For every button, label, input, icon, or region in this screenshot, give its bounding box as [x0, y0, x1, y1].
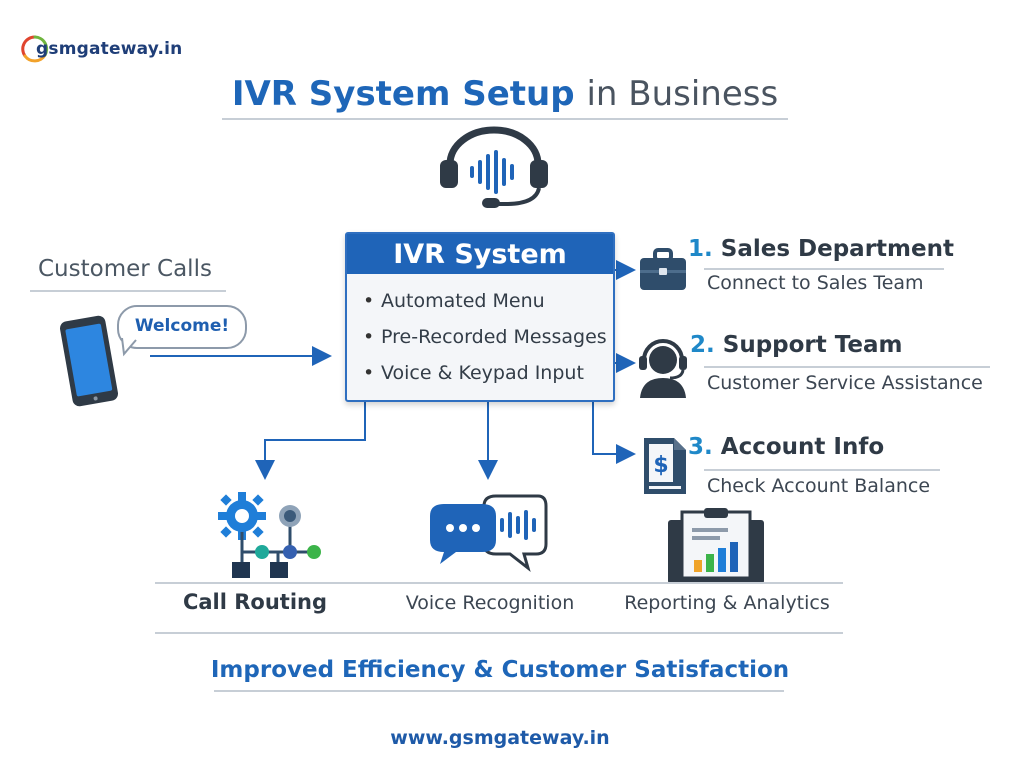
brand-logo: gsmgateway.in	[20, 34, 182, 64]
smartphone-icon	[59, 315, 119, 407]
ivr-system-box: IVR System Automated Menu Pre-Recorded M…	[345, 232, 615, 402]
welcome-bubble: Welcome!	[117, 305, 247, 349]
dept-sales-subtitle: Connect to Sales Team	[707, 272, 924, 294]
dept-account-subtitle: Check Account Balance	[707, 475, 931, 497]
dept-support-name: Support Team	[722, 332, 903, 358]
dept-account-number: 3.	[688, 434, 713, 460]
dept-support-divider	[704, 366, 990, 368]
gear-network-icon	[218, 492, 321, 578]
website-link[interactable]: www.gsmgateway.in	[390, 727, 610, 749]
dept-sales-name: Sales Department	[720, 236, 954, 262]
title-rest: in Business	[586, 74, 779, 114]
report-chart-icon	[668, 508, 764, 584]
briefcase-icon	[640, 248, 686, 290]
feature-call-routing: Call Routing	[182, 590, 328, 614]
title-divider	[222, 118, 788, 120]
dept-account-name: Account Info	[720, 434, 885, 460]
support-agent-icon	[639, 339, 687, 398]
dept-sales-title: 1. Sales Department	[688, 236, 954, 262]
dept-support-title: 2. Support Team	[690, 332, 903, 358]
features-bottom-divider	[155, 632, 843, 634]
title-highlight: IVR System Setup	[231, 74, 575, 114]
ivr-item-voice-keypad: Voice & Keypad Input	[363, 356, 613, 392]
tagline: Improved Efficiency & Customer Satisfact…	[210, 657, 790, 683]
logo-ring-icon	[21, 35, 49, 63]
ivr-feature-list: Automated Menu Pre-Recorded Messages Voi…	[347, 274, 613, 392]
dollar-document-icon: $	[644, 438, 686, 494]
headset-icon	[440, 126, 548, 208]
customer-divider	[30, 290, 226, 292]
tagline-divider	[214, 690, 784, 692]
feature-reporting-analytics: Reporting & Analytics	[624, 592, 830, 614]
dept-support-number: 2.	[690, 332, 715, 358]
svg-text:$: $	[653, 453, 668, 478]
ivr-item-prerecorded-messages: Pre-Recorded Messages	[363, 320, 613, 356]
features-top-divider	[155, 582, 843, 584]
customer-calls-label: Customer Calls	[38, 256, 212, 282]
speech-wave-icon	[430, 494, 548, 573]
dept-account-divider	[704, 469, 940, 471]
ivr-item-automated-menu: Automated Menu	[363, 284, 613, 320]
bubble-tail	[121, 338, 137, 357]
feature-voice-recognition: Voice Recognition	[405, 592, 575, 614]
dept-sales-number: 1.	[688, 236, 713, 262]
logo-text: gsmgateway.in	[36, 39, 183, 59]
dept-account-title: 3. Account Info	[688, 434, 884, 460]
dept-sales-divider	[704, 268, 944, 270]
ivr-heading: IVR System	[347, 234, 613, 274]
dept-support-subtitle: Customer Service Assistance	[707, 372, 983, 394]
page-title: IVR System Setup in Business	[0, 74, 1010, 114]
